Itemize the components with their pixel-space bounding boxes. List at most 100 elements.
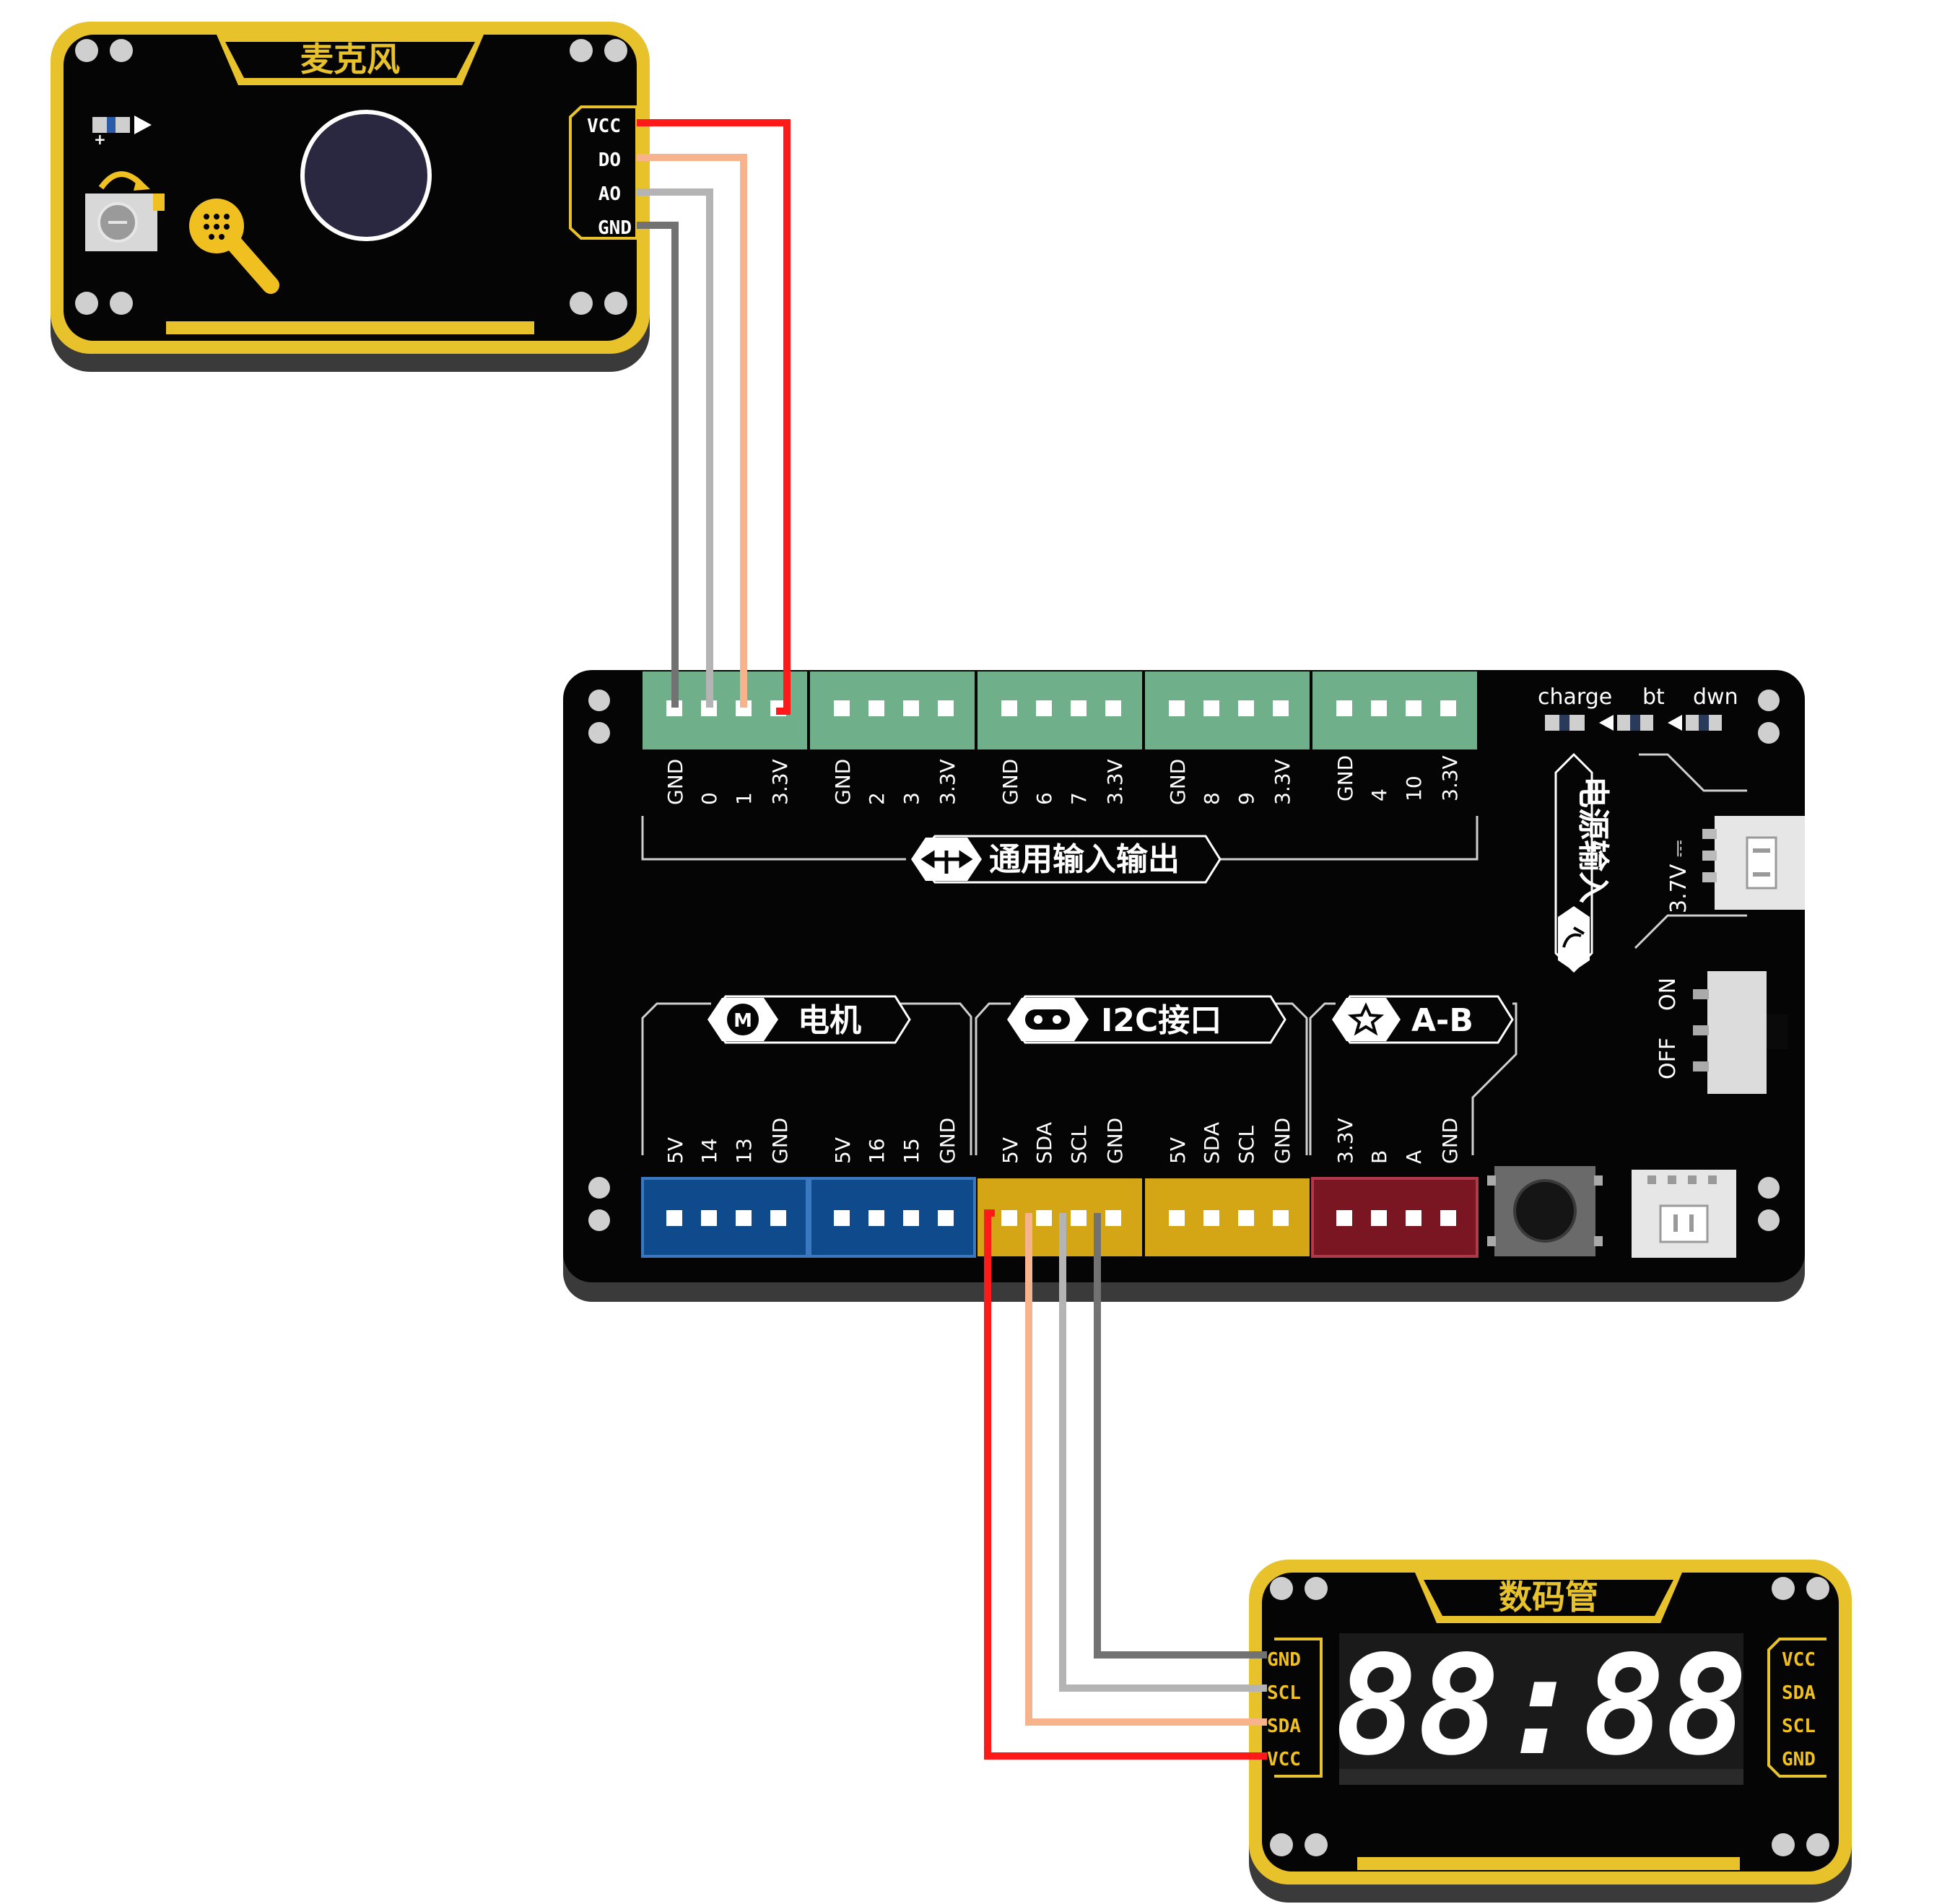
gpio-label: 3 xyxy=(900,792,923,805)
mounting-hole xyxy=(1758,1209,1780,1231)
motor-pin-label: GND xyxy=(936,1118,959,1164)
motor-pin-label: 16 xyxy=(865,1138,889,1164)
mounting-hole xyxy=(1758,1177,1780,1199)
display-right-pin-sda: SDA xyxy=(1782,1682,1816,1704)
ab-pin-label: 3.3V xyxy=(1333,1118,1357,1164)
mic-bottom-stripe xyxy=(166,321,534,334)
display-left-pin-scl: SCL xyxy=(1267,1682,1301,1704)
arrows-icon xyxy=(920,850,973,874)
display-right-pin-vcc: VCC xyxy=(1782,1649,1816,1671)
switch-on-label: ON xyxy=(1655,978,1681,1011)
microphone-module: 麦克风 + xyxy=(51,22,650,372)
i2c-pin-label: SCL xyxy=(1235,1126,1258,1164)
display-right-pin-scl: SCL xyxy=(1782,1716,1816,1737)
gpio-badge xyxy=(915,835,1222,884)
wire-display-scl xyxy=(1059,1213,1267,1692)
mounting-hole xyxy=(1270,1577,1293,1600)
mic-title: 麦克风 xyxy=(300,40,400,79)
bottom-pin-labels: 5V 14 13 GND 5V 16 15 GND 5V SDA SCL GND… xyxy=(663,1118,1462,1164)
gpio-label: GND xyxy=(663,759,687,805)
mounting-hole xyxy=(1758,690,1780,711)
gpio-label: 3.3V xyxy=(1271,759,1294,805)
gpio-label: 3.3V xyxy=(1438,755,1462,801)
display-bottom-stripe xyxy=(1357,1857,1740,1870)
segment-digits: 88:88 xyxy=(1335,1626,1748,1786)
i2c-pin-label: GND xyxy=(1271,1118,1294,1164)
motor-pin-label: 13 xyxy=(732,1138,756,1164)
mounting-hole xyxy=(1270,1833,1293,1856)
ab-section-title: A-B xyxy=(1411,1002,1473,1039)
motor-icon xyxy=(727,1004,759,1035)
display-left-pin-sda: SDA xyxy=(1267,1716,1301,1737)
i2c-bracket xyxy=(975,1002,1308,1155)
display-left-pin-vcc: VCC xyxy=(1267,1749,1301,1770)
motor-icon-letter: M xyxy=(733,1010,752,1032)
potentiometer-icon xyxy=(85,171,165,251)
power-switch[interactable] xyxy=(1693,971,1788,1094)
mounting-hole xyxy=(588,722,610,744)
seven-segment-display xyxy=(1339,1633,1743,1785)
gpio-label: 6 xyxy=(1032,792,1056,805)
mounting-hole xyxy=(1806,1577,1829,1600)
mounting-hole xyxy=(570,39,593,62)
main-board: GND 0 1 3.3V GND 2 3 3.3V GND 6 7 3.3V G… xyxy=(563,670,1805,1302)
gpio-label: GND xyxy=(1166,759,1190,805)
mounting-hole xyxy=(1772,1833,1795,1856)
gpio-label: 4 xyxy=(1367,788,1391,801)
gpio-label: 3.3V xyxy=(936,759,959,805)
gpio-label: GND xyxy=(831,759,855,805)
i2c-pin-label: SDA xyxy=(1032,1122,1056,1164)
mounting-hole xyxy=(75,292,98,315)
mic-pin-vcc: VCC xyxy=(587,116,621,137)
motor-pin-label: GND xyxy=(768,1118,792,1164)
led-label-charge: charge xyxy=(1538,684,1612,710)
jst-connector xyxy=(1632,1170,1736,1258)
mounting-hole xyxy=(1758,722,1780,744)
gpio-label: 8 xyxy=(1200,792,1224,805)
i2c-pin-label: SCL xyxy=(1067,1126,1091,1164)
gpio-bracket xyxy=(641,816,1479,861)
mounting-hole xyxy=(110,39,133,62)
motor-bracket xyxy=(641,1002,972,1155)
wire-mic-do xyxy=(637,154,747,708)
i2c-pin-label: GND xyxy=(1103,1118,1127,1164)
display-left-pin-gnd: GND xyxy=(1267,1649,1301,1671)
ab-pin-label: A xyxy=(1402,1150,1426,1164)
mounting-hole xyxy=(110,292,133,315)
display-title-plate-inner xyxy=(1424,1580,1673,1616)
reset-button[interactable] xyxy=(1487,1166,1603,1256)
power-plug-icon xyxy=(1562,926,1585,948)
motor-pin-label: 5V xyxy=(663,1137,687,1164)
mounting-hole xyxy=(588,1177,610,1199)
ab-bracket xyxy=(1309,1002,1518,1155)
mounting-hole xyxy=(588,1209,610,1231)
led-label-dwn: dwn xyxy=(1693,684,1738,710)
gpio-connectors xyxy=(643,671,1477,749)
wire-display-gnd xyxy=(1094,1213,1267,1659)
mounting-hole xyxy=(588,690,610,711)
display-lower-edge xyxy=(1339,1769,1743,1785)
mounting-hole xyxy=(1772,1577,1795,1600)
wire-mic-vcc xyxy=(637,119,791,715)
motor-pin-label: 15 xyxy=(900,1138,923,1164)
display-module: 数码管 GND SCL SDA VCC VCC SDA SCL GND 88:8… xyxy=(1249,1560,1852,1903)
ab-pin-label: GND xyxy=(1438,1118,1462,1164)
power-plug-icon-bg xyxy=(1558,906,1590,971)
wires xyxy=(637,119,1267,1760)
mounting-hole xyxy=(1806,1833,1829,1856)
display-title: 数码管 xyxy=(1499,1578,1598,1617)
mic-pin-frame xyxy=(569,105,638,240)
wire-display-vcc xyxy=(984,1209,1267,1760)
mic-pin-gnd: GND xyxy=(598,217,632,239)
gpio-label: 7 xyxy=(1067,792,1091,805)
i2c-connector-icon xyxy=(1025,1009,1070,1030)
microphone-capsule xyxy=(300,110,432,241)
i2c-pin-label: SDA xyxy=(1200,1122,1224,1164)
i2c-pin-label: 5V xyxy=(1166,1137,1190,1164)
mounting-hole xyxy=(1305,1577,1328,1600)
motor-pin-label: 5V xyxy=(831,1137,855,1164)
led-indicator-icon: + xyxy=(92,116,152,148)
gpio-label: GND xyxy=(1333,755,1357,801)
microphone-icon xyxy=(189,199,279,294)
